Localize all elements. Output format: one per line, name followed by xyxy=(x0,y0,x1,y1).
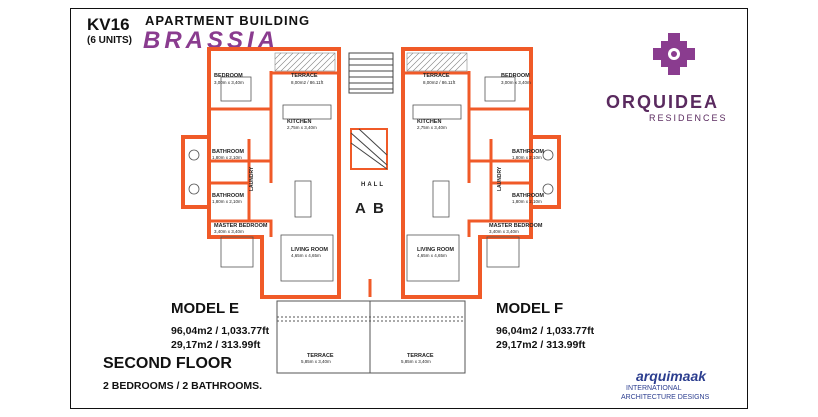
project-code: KV16 xyxy=(87,15,130,34)
model-f-area-terrace: 29,17m2 / 313.99ft xyxy=(496,339,586,351)
interior-walls xyxy=(209,71,531,297)
master-bedroom-dim-right: 3,40m x 3,40m xyxy=(489,229,519,234)
room-summary: 2 BEDROOMS / 2 BATHROOMS. xyxy=(103,380,263,392)
master-bedroom-label-right: MASTER BEDROOM xyxy=(489,223,543,229)
terrace-top-dim-right: 8,00m2 / 86.11ft xyxy=(423,80,456,85)
bedroom-label-right: BEDROOM xyxy=(501,73,530,79)
terrace-bottom-dim-right: 5,85m x 3,40m xyxy=(401,359,431,364)
model-e-area-interior: 96,04m2 / 1,033.77ft xyxy=(171,325,270,337)
terrace-top-label-right: TERRACE xyxy=(423,73,450,79)
unit-a-label: A xyxy=(355,200,366,217)
living-room-dim-right: 4,65m x 4,65m xyxy=(417,253,447,258)
living-room-label-right: LIVING ROOM xyxy=(417,247,454,253)
credit-name: arquimaak xyxy=(636,368,707,384)
unit-count: (6 UNITS) xyxy=(87,35,132,46)
bathroom1-label-left: BATHROOM xyxy=(212,149,244,155)
bedroom-dim-left: 3,00m x 3,40m xyxy=(214,80,244,85)
model-f-area-interior: 96,04m2 / 1,033.77ft xyxy=(496,325,595,337)
terrace-top-label-left: TERRACE xyxy=(291,73,318,79)
kitchen-label-right: KITCHEN xyxy=(417,119,441,125)
bottom-terrace xyxy=(276,300,466,374)
furniture xyxy=(188,76,554,282)
bathroom1-dim-left: 1,80m x 2,10m xyxy=(212,155,242,160)
model-e-title: MODEL E xyxy=(171,300,240,317)
logo-subtitle: RESIDENCES xyxy=(649,113,728,123)
master-bedroom-label-left: MASTER BEDROOM xyxy=(214,223,268,229)
bathroom1-label-right: BATHROOM xyxy=(512,149,544,155)
master-bedroom-dim-left: 3,40m x 3,40m xyxy=(214,229,244,234)
building-label: APARTMENT BUILDING xyxy=(145,13,311,28)
terrace-hatch xyxy=(274,52,468,72)
hall-label: HALL xyxy=(361,182,385,188)
bedroom-label-left: BEDROOM xyxy=(214,73,243,79)
living-room-dim-left: 4,65m x 4,65m xyxy=(291,253,321,258)
unit-b-label: B xyxy=(373,200,384,217)
kitchen-dim-right: 2,75m x 3,40m xyxy=(417,125,447,130)
floor-title: SECOND FLOOR xyxy=(103,355,232,372)
terrace-bottom-label-right: TERRACE xyxy=(407,353,434,359)
bathroom2-label-left: BATHROOM xyxy=(212,193,244,199)
orquidea-logo-icon xyxy=(653,33,695,75)
bathroom1-dim-right: 1,80m x 2,10m xyxy=(512,155,542,160)
kitchen-label-left: KITCHEN xyxy=(287,119,311,125)
bathroom2-label-right: BATHROOM xyxy=(512,193,544,199)
floor-plan-drawing: BEDROOM 3,00m x 3,40m BEDROOM 3,00m x 3,… xyxy=(181,33,695,374)
kitchen-dim-left: 2,75m x 3,40m xyxy=(287,125,317,130)
floor-plan-sheet: KV16 (6 UNITS) APARTMENT BUILDING BRASSI… xyxy=(70,8,748,409)
credit-line-2: ARCHITECTURE DESIGNS xyxy=(621,394,710,401)
credit-line-1: INTERNATIONAL xyxy=(626,385,682,392)
logo-name: ORQUIDEA xyxy=(606,92,720,112)
model-e-area-terrace: 29,17m2 / 313.99ft xyxy=(171,339,261,351)
bathroom2-dim-right: 1,80m x 2,10m xyxy=(512,199,542,204)
laundry-label-right: LAUNDRY xyxy=(497,166,503,191)
laundry-label-left: LAUNDRY xyxy=(249,166,255,191)
exterior-walls xyxy=(181,47,561,299)
terrace-top-dim-left: 8,00m2 / 86.11ft xyxy=(291,80,324,85)
terrace-bottom-dim-left: 5,85m x 3,40m xyxy=(301,359,331,364)
bathroom2-dim-left: 1,80m x 2,10m xyxy=(212,199,242,204)
bedroom-dim-right: 3,00m x 3,40m xyxy=(501,80,531,85)
stair-core xyxy=(348,52,394,170)
model-f-title: MODEL F xyxy=(496,300,564,317)
terrace-bottom-label-left: TERRACE xyxy=(307,353,334,359)
living-room-label-left: LIVING ROOM xyxy=(291,247,328,253)
